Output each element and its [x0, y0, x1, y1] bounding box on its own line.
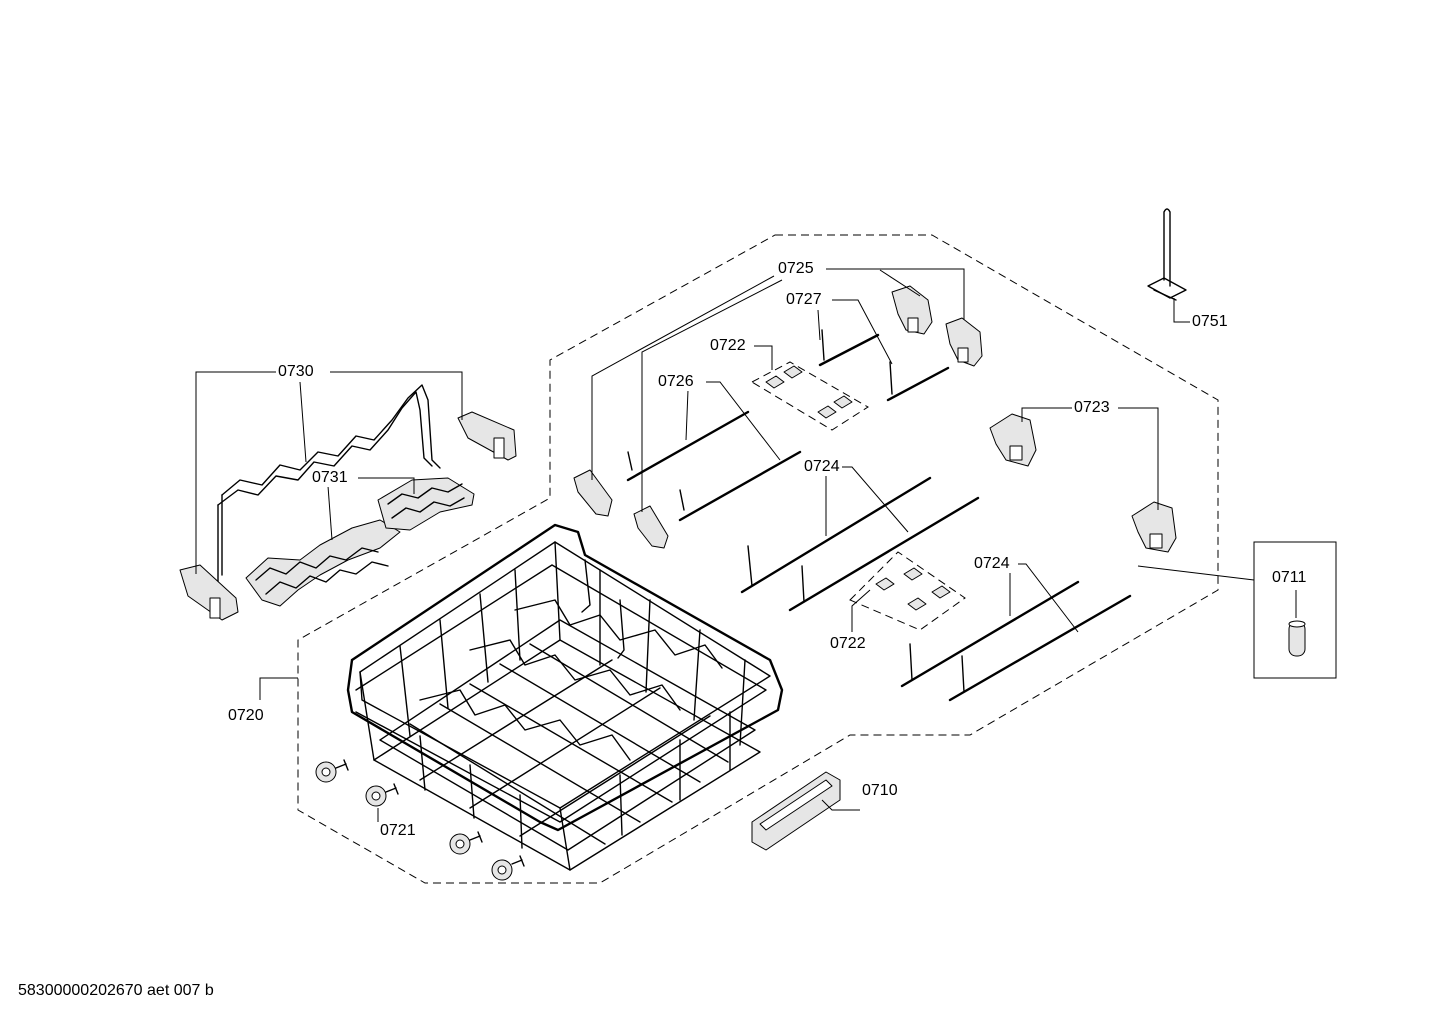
callout-0721: 0721 [378, 822, 418, 840]
part-0711-inset [1137, 541, 1337, 679]
part-0722-clips [765, 365, 951, 611]
part-0720-basket [346, 523, 784, 871]
callout-0710: 0710 [860, 782, 900, 800]
callout-0727: 0727 [784, 291, 824, 309]
callout-0751: 0751 [1190, 313, 1230, 331]
part-0730-wire-holder [179, 384, 517, 621]
upper-assembly-boundary [297, 234, 1219, 884]
document-id: 58300000202670 aet 007 b [18, 982, 214, 999]
callout-0720: 0720 [226, 707, 266, 725]
part-0727-rear-tines [818, 329, 950, 402]
callout-0726: 0726 [656, 373, 696, 391]
part-0724-cup-racks [740, 476, 1132, 702]
part-0721-wheels [315, 759, 525, 881]
part-0731-insert [245, 477, 475, 607]
callout-0722-lower: 0722 [828, 635, 868, 653]
callout-0711: 0711 [1270, 569, 1309, 587]
leader-lines [195, 268, 1297, 822]
callout-0722-top: 0722 [708, 337, 748, 355]
lower-clip-group-boundary [849, 551, 966, 631]
rail-clip-group-boundary [750, 361, 869, 431]
callout-0730: 0730 [276, 363, 316, 381]
callout-0731: 0731 [310, 469, 350, 487]
part-0723-adjusters [989, 413, 1177, 553]
callout-0723: 0723 [1072, 399, 1112, 417]
part-0725-holders [891, 285, 983, 367]
part-0751-clip [1147, 208, 1187, 301]
callout-0724-top: 0724 [802, 458, 842, 476]
callout-0725: 0725 [776, 260, 816, 278]
part-0710-plate [751, 771, 841, 851]
callout-0724-lower: 0724 [972, 555, 1012, 573]
part-0726-tine-rows [573, 410, 802, 549]
